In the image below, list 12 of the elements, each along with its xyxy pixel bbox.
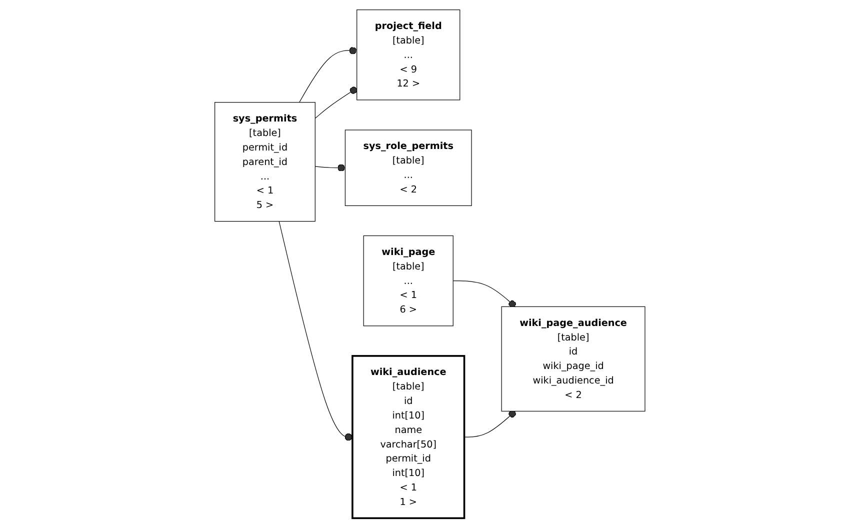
node-box: wiki_page [table] ... < 1 6 >: [363, 235, 454, 326]
node-box: sys_permits [table] permit_id parent_id ... < 1 5 >: [214, 102, 316, 222]
connector: [314, 86, 358, 119]
connector: [314, 164, 346, 172]
connector: [299, 46, 358, 103]
connector: [278, 221, 353, 441]
node-box: sys_role_permits [table] ... < 2: [345, 130, 472, 206]
node-box: project_field [table] ... < 9 12 >: [356, 10, 460, 100]
connector: [464, 410, 516, 438]
node-box: wiki_audience [table] id int[10] name varchar[50] permit_id int[10] < 1 1 >: [352, 355, 466, 520]
node-box: wiki_page_audience [table] id wiki_page_id wiki_audience_id < 2: [501, 306, 646, 412]
connector: [452, 280, 516, 308]
